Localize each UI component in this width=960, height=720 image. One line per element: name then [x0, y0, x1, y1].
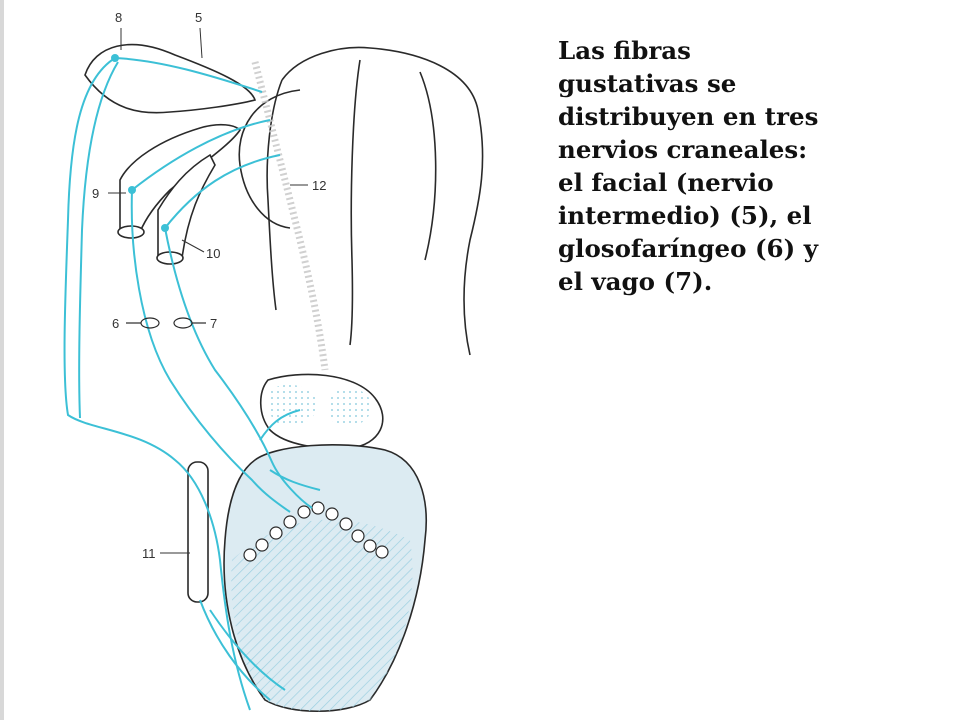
label-5: 5	[195, 10, 202, 25]
nerve-connectors-6-7	[126, 317, 206, 329]
gustatory-nerve-fibers	[63, 57, 321, 711]
solitary-tract-12	[251, 61, 329, 371]
label-9: 9	[92, 186, 99, 201]
nerve-stumps	[84, 43, 257, 603]
caption-line: nervios craneales:	[558, 135, 808, 164]
caption-line: intermedio) (5), el	[558, 201, 812, 230]
caption-text: Las fibras gustativas se distribuyen en …	[558, 34, 858, 298]
caption-line: Las fibras	[558, 36, 691, 65]
caption-line: gustativas se	[558, 69, 737, 98]
label-10: 10	[206, 246, 220, 261]
label-8: 8	[115, 10, 122, 25]
gustatory-pathway-diagram: 8 5 9 12 10 6 7 11	[63, 10, 484, 712]
label-leaders	[108, 27, 308, 554]
label-7: 7	[210, 316, 217, 331]
caption-line: el facial (nervio	[558, 168, 774, 197]
caption-line: distribuyen en tres	[558, 102, 819, 131]
caption-line: el vago (7).	[558, 267, 713, 296]
ganglion-dots	[111, 54, 169, 232]
label-11: 11	[142, 546, 156, 561]
label-12: 12	[312, 178, 326, 193]
brainstem	[238, 46, 484, 356]
caption-line: glosofaríngeo (6) y	[558, 234, 818, 263]
slide-left-edge	[0, 0, 4, 720]
tongue	[223, 373, 427, 712]
label-6: 6	[112, 316, 119, 331]
